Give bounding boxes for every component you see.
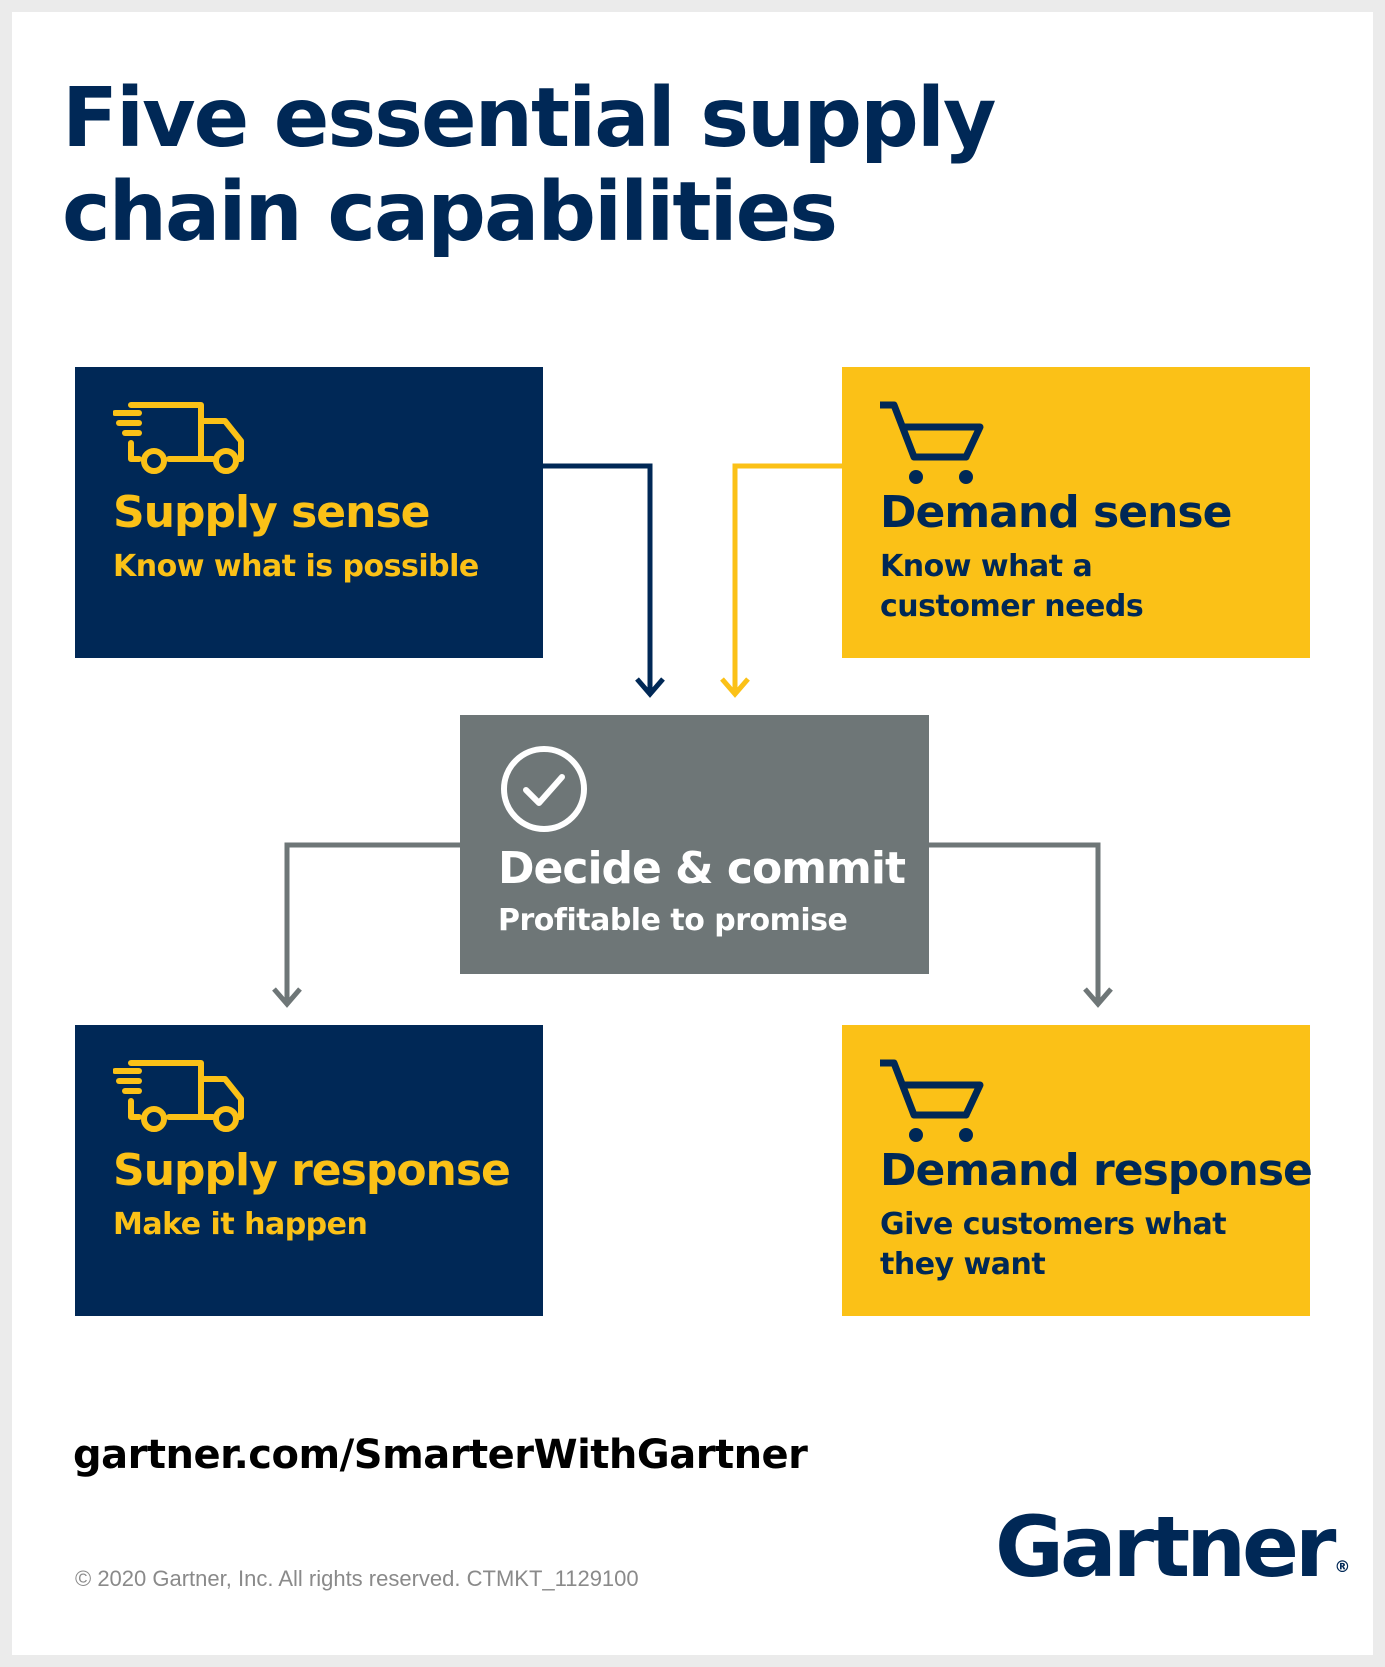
- arrowhead-supply-response: [272, 987, 302, 1008]
- copyright-notice: © 2020 Gartner, Inc. All rights reserved…: [75, 1566, 639, 1591]
- decide-commit-subtitle: Profitable to promise: [498, 903, 848, 938]
- gartner-logo-text: Gartner: [995, 1498, 1336, 1596]
- source-url: gartner.com/SmarterWithGartner: [73, 1432, 808, 1478]
- arrowhead-demand-sense: [720, 677, 750, 698]
- decide-commit-box: Decide & commit Profitable to promise: [460, 715, 929, 974]
- title-line-1: Five essential supply: [62, 71, 996, 166]
- supply-response-subtitle: Make it happen: [113, 1207, 368, 1242]
- arrow-demand-sense-to-decide: [732, 463, 842, 690]
- demand-response-box: Demand response Give customers what they…: [842, 1025, 1313, 1316]
- title-line-2: chain capabilities: [62, 165, 838, 260]
- demand-sense-box: Demand sense Know what a customer needs: [842, 367, 1310, 658]
- supply-sense-title: Supply sense: [113, 487, 430, 538]
- page-title: Five essential supply chain capabilities: [62, 72, 1042, 260]
- arrowhead-demand-response: [1083, 987, 1113, 1008]
- supply-response-box: Supply response Make it happen: [75, 1025, 543, 1316]
- arrowhead-supply-sense: [635, 677, 665, 698]
- demand-response-title: Demand response: [880, 1145, 1313, 1196]
- demand-response-subtitle: Give customers what they want: [880, 1207, 1227, 1282]
- registered-mark: ®: [1334, 1557, 1351, 1576]
- gartner-logo: Gartner®: [995, 1505, 1350, 1589]
- decide-commit-title: Decide & commit: [498, 843, 906, 894]
- check-circle-icon: [501, 746, 587, 832]
- shopping-cart-icon: [880, 1059, 984, 1142]
- supply-sense-subtitle: Know what is possible: [113, 549, 479, 584]
- arrow-supply-sense-to-decide: [543, 463, 653, 690]
- truck-icon: [113, 1060, 244, 1132]
- truck-icon: [113, 402, 244, 474]
- arrow-decide-to-supply-response: [284, 842, 460, 1000]
- shopping-cart-icon: [880, 401, 984, 484]
- demand-sense-subtitle: Know what a customer needs: [880, 549, 1144, 624]
- supply-sense-box: Supply sense Know what is possible: [75, 367, 543, 658]
- supply-response-title: Supply response: [113, 1145, 511, 1196]
- arrow-decide-to-demand-response: [929, 842, 1101, 1000]
- demand-sense-title: Demand sense: [880, 487, 1232, 538]
